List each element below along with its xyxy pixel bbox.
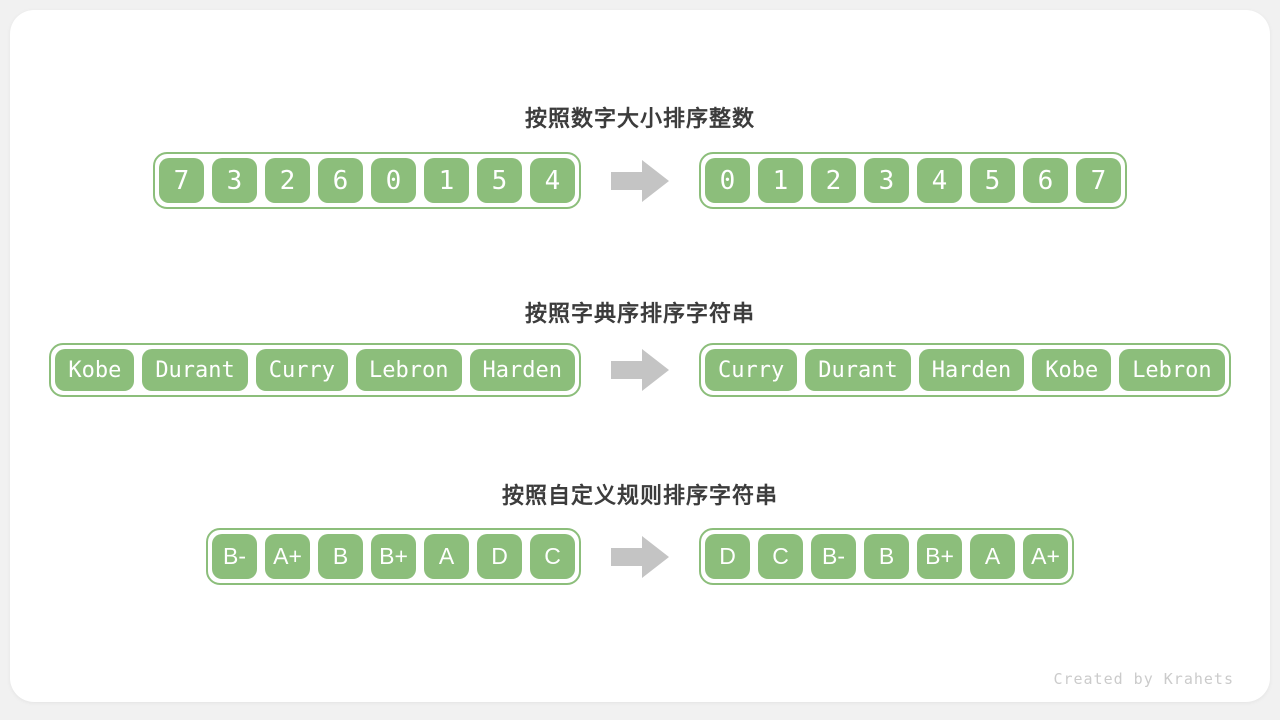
array-cell: 2 [811,158,856,203]
array-cell: 3 [212,158,257,203]
array-cell: 4 [917,158,962,203]
array-cell: A [424,534,469,579]
array-cell: D [705,534,750,579]
array-cell: B [864,534,909,579]
array-box-sorted-grades: D C B- B B+ A A+ [699,528,1074,585]
diagram-card: 按照数字大小排序整数 7 3 2 6 0 1 5 4 0 1 2 3 4 5 6… [10,10,1270,702]
array-cell: 6 [1023,158,1068,203]
array-box-unsorted-names: Kobe Durant Curry Lebron Harden [49,343,581,397]
array-cell: Lebron [356,349,462,391]
array-cell: A+ [265,534,310,579]
array-cell: D [477,534,522,579]
array-box-sorted-integers: 0 1 2 3 4 5 6 7 [699,152,1127,209]
array-cell: 6 [318,158,363,203]
array-cell: 5 [477,158,522,203]
array-box-unsorted-integers: 7 3 2 6 0 1 5 4 [153,152,581,209]
watermark: Created by Krahets [1053,670,1234,688]
section-title: 按照字典序排序字符串 [524,301,755,326]
array-cell: C [530,534,575,579]
array-cell: 7 [1076,158,1121,203]
section-title: 按照自定义规则排序字符串 [501,483,778,508]
array-cell: B+ [917,534,962,579]
array-cell: Kobe [55,349,135,391]
array-cell: Durant [142,349,248,391]
array-cell: 5 [970,158,1015,203]
array-cell: 4 [530,158,575,203]
array-cell: Lebron [1119,349,1225,391]
arrow-right-icon [611,347,669,393]
array-cell: B [318,534,363,579]
array-cell: Kobe [1032,349,1112,391]
array-cell: Curry [255,349,349,391]
array-cell: Durant [805,349,911,391]
array-cell: Harden [918,349,1025,391]
array-cell: 0 [371,158,416,203]
array-cell: B- [811,534,856,579]
array-cell: A+ [1023,534,1068,579]
section-arrays: Kobe Durant Curry Lebron Harden Curry Du… [10,343,1270,397]
array-cell: C [758,534,803,579]
array-cell: 7 [159,158,204,203]
array-cell: 1 [424,158,469,203]
array-cell: 2 [265,158,310,203]
array-cell: A [970,534,1015,579]
section-arrays: 7 3 2 6 0 1 5 4 0 1 2 3 4 5 6 7 [10,152,1270,209]
array-cell: Curry [705,349,798,391]
array-cell: B- [212,534,257,579]
array-box-unsorted-grades: B- A+ B B+ A D C [206,528,581,585]
section-arrays: B- A+ B B+ A D C D C B- B B+ A A+ [10,528,1270,585]
array-cell: 0 [705,158,750,203]
arrow-right-icon [611,158,669,204]
section-title: 按照数字大小排序整数 [524,106,755,131]
array-cell: 1 [758,158,803,203]
arrow-right-icon [611,534,669,580]
array-cell: B+ [371,534,416,579]
array-cell: Harden [469,349,575,391]
array-box-sorted-names: Curry Durant Harden Kobe Lebron [699,343,1231,397]
array-cell: 3 [864,158,909,203]
